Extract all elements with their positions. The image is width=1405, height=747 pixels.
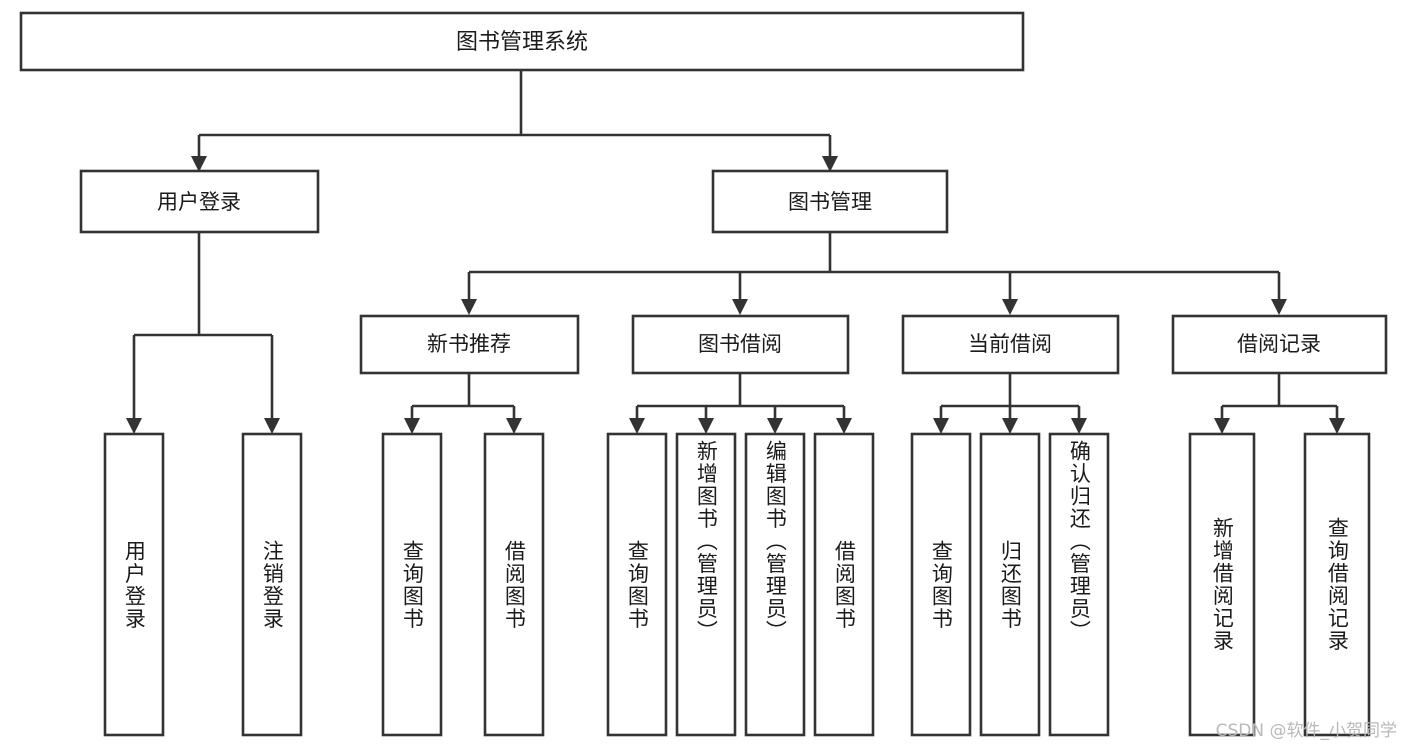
node-new-book-recommend[interactable]: 新书推荐	[359, 314, 580, 375]
arrowhead-current-borrow	[1002, 299, 1018, 315]
leaf-box-borrow-query[interactable]	[606, 432, 668, 737]
leaf-box-record-query[interactable]	[1303, 432, 1371, 737]
leaf-box-current-query[interactable]	[910, 432, 972, 737]
arrowhead-newbook-leaf1	[404, 418, 420, 434]
arrowhead-borrow-record	[1271, 299, 1287, 315]
arrowhead-new-book	[461, 299, 477, 315]
node-borrow-record-label: 借阅记录	[1237, 332, 1321, 356]
arrowhead-newbook-leaf2	[506, 418, 522, 434]
arrowhead-borrow-leaf2	[698, 418, 714, 434]
arrowhead-record-leaf1	[1214, 418, 1230, 434]
leaf-box-newbook-borrow[interactable]	[483, 432, 545, 737]
leaf-box-user-login[interactable]	[103, 432, 165, 737]
node-book-management[interactable]: 图书管理	[711, 169, 949, 234]
arrowhead-borrow-leaf1	[629, 418, 645, 434]
node-book-borrow-box[interactable]	[631, 314, 850, 375]
arrowhead-leaf-logout	[264, 418, 280, 434]
node-root-label: 图书管理系统	[456, 30, 588, 55]
leaf-box-record-add[interactable]	[1188, 432, 1256, 737]
node-root-box[interactable]	[19, 11, 1025, 72]
arrowhead-current-leaf2	[1002, 418, 1018, 434]
arrowhead-borrow-leaf4	[836, 418, 852, 434]
node-book-management-box[interactable]	[711, 169, 949, 234]
node-book-borrow[interactable]: 图书借阅	[631, 314, 850, 375]
node-current-borrow-label: 当前借阅	[968, 332, 1052, 356]
arrowhead-leaf-user-login	[126, 418, 142, 434]
node-new-book-recommend-box[interactable]	[359, 314, 580, 375]
leaf-box-current-confirm[interactable]	[1048, 432, 1110, 737]
leaf-box-newbook-query[interactable]	[381, 432, 443, 737]
node-user-login[interactable]: 用户登录	[79, 169, 320, 234]
node-borrow-record-box[interactable]	[1171, 314, 1388, 375]
node-user-login-label: 用户登录	[157, 190, 241, 214]
leaf-box-current-return[interactable]	[979, 432, 1041, 737]
arrowhead-record-leaf2	[1329, 418, 1345, 434]
arrowhead-current-leaf1	[933, 418, 949, 434]
node-current-borrow[interactable]: 当前借阅	[901, 314, 1120, 375]
connector-layer	[126, 70, 1345, 434]
node-book-borrow-label: 图书借阅	[698, 332, 782, 356]
node-current-borrow-box[interactable]	[901, 314, 1120, 375]
leaf-box-borrow-lend[interactable]	[813, 432, 875, 737]
arrowhead-current-leaf3	[1071, 418, 1087, 434]
arrowhead-userlogin	[191, 156, 207, 172]
node-new-book-recommend-label: 新书推荐	[427, 332, 511, 356]
leaf-box-borrow-edit[interactable]	[744, 432, 806, 737]
arrowhead-book-borrow	[732, 299, 748, 315]
node-borrow-record[interactable]: 借阅记录	[1171, 314, 1388, 375]
node-root[interactable]: 图书管理系统	[19, 11, 1025, 72]
node-book-management-label: 图书管理	[788, 190, 872, 214]
leaf-box-logout[interactable]	[241, 432, 303, 737]
arrowhead-borrow-leaf3	[767, 418, 783, 434]
watermark-text: CSDN @软件_小贺同学	[1215, 721, 1397, 741]
leaf-box-borrow-add[interactable]	[675, 432, 737, 737]
arrowhead-bookmgmt	[822, 156, 838, 172]
node-user-login-box[interactable]	[79, 169, 320, 234]
